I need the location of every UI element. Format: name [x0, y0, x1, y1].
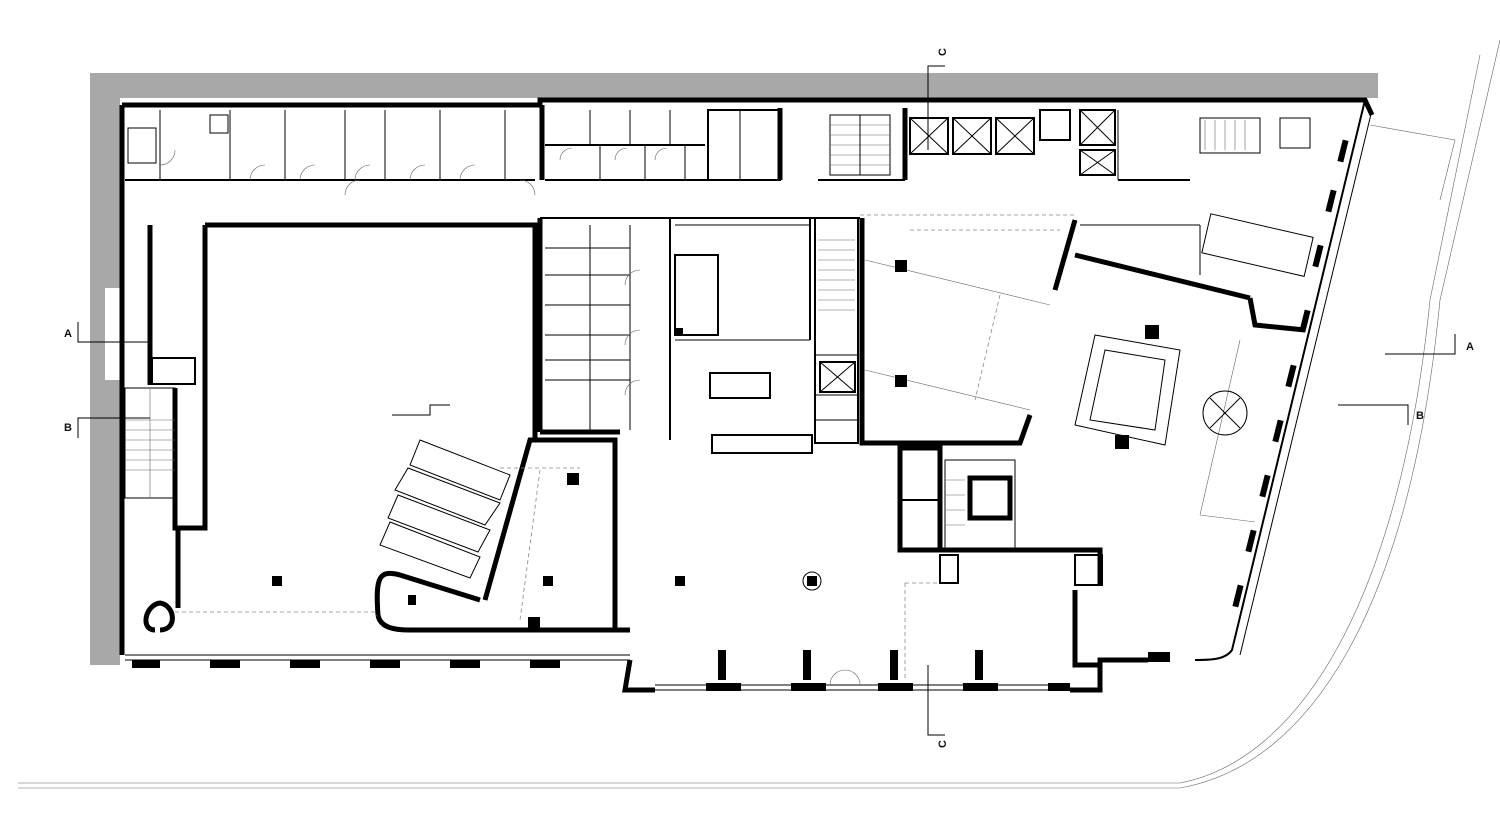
section-marker-a-left: A	[64, 322, 150, 343]
marker-a-right-label: A	[1466, 341, 1474, 353]
section-marker-a-right: A	[1385, 334, 1474, 355]
left-main-hall	[143, 222, 538, 633]
top-stair-core	[818, 114, 905, 181]
left-stair	[124, 387, 176, 499]
angled-hall	[859, 214, 1078, 446]
bottom-right-room	[904, 554, 1103, 680]
bottom-facade	[125, 650, 1170, 693]
section-marker-c-bottom: C	[927, 665, 949, 748]
elevator-bank	[909, 109, 1311, 181]
top-restroom-block	[539, 105, 781, 181]
level-change-marker	[392, 404, 450, 416]
party-wall-band	[90, 73, 1378, 665]
mid-stair-core	[814, 217, 859, 444]
marker-b-left-label: B	[64, 422, 72, 434]
marker-c-top-label: C	[937, 48, 949, 56]
columns	[272, 328, 822, 629]
marker-b-right-label: B	[1416, 410, 1424, 422]
section-marker-b-right: B	[1338, 404, 1424, 425]
top-left-room-strip	[125, 110, 536, 196]
marker-a-left-label: A	[64, 328, 72, 340]
lower-stair-core	[897, 445, 1103, 585]
section-marker-b-left: B	[64, 417, 150, 438]
curved-facade	[1194, 99, 1373, 661]
exterior-walls	[119, 97, 1375, 655]
street-lines	[18, 39, 1500, 789]
escalators	[374, 437, 630, 633]
middle-service-rooms	[537, 217, 860, 454]
marker-c-bottom-label: C	[937, 740, 949, 748]
section-marker-c-top: C	[927, 48, 949, 150]
right-lobby	[1074, 213, 1314, 523]
